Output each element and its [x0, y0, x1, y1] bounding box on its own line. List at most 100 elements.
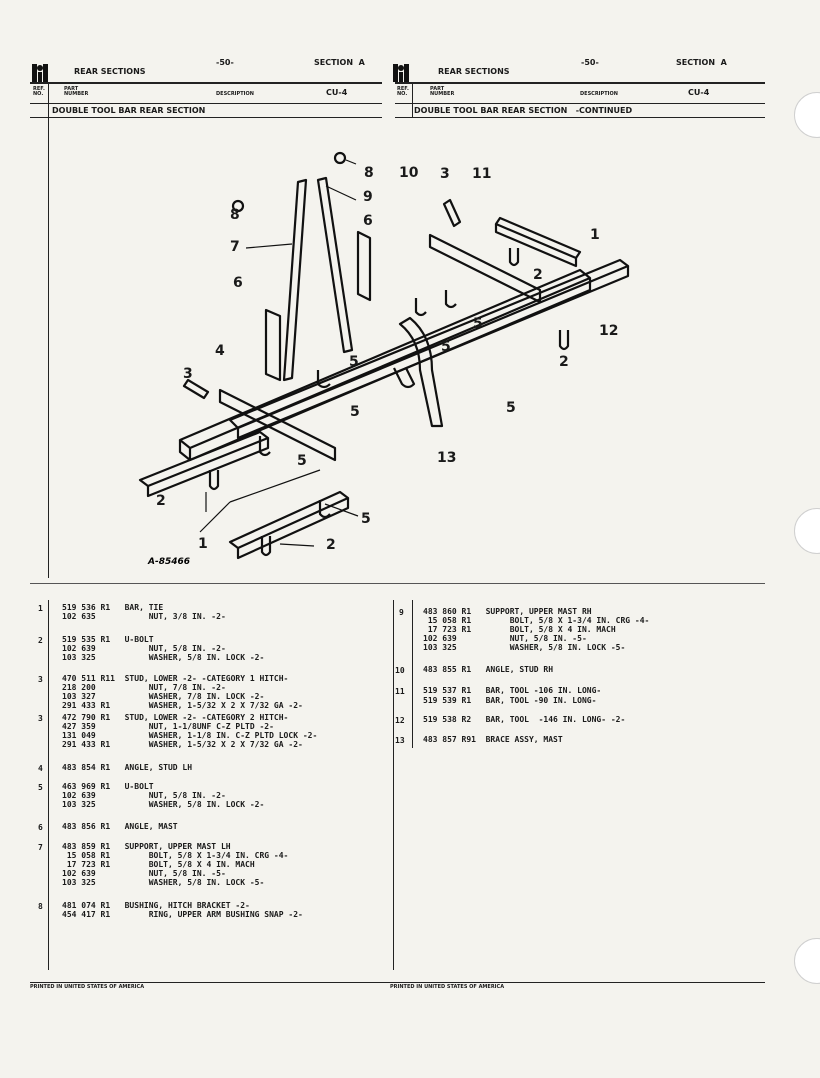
- right-subtitle-rule: [395, 117, 765, 118]
- part-line: 483 856 R1 ANGLE, MAST: [62, 822, 178, 831]
- right-part-label: PART NUMBER: [430, 86, 455, 97]
- right-subtitle: DOUBLE TOOL BAR REAR SECTION -CONTINUED: [414, 106, 633, 115]
- part-line: 103 325 WASHER, 5/8 IN. LOCK -2-: [62, 800, 265, 809]
- callout-5b: 5: [441, 339, 451, 355]
- callout-8b: 8: [230, 207, 240, 223]
- left-parts-column-rule: [48, 600, 49, 970]
- part-line: 519 536 R1 BAR, TIE: [62, 603, 164, 612]
- callout-7: 7: [230, 239, 240, 255]
- ref-number: 7: [38, 843, 43, 852]
- callout-8a: 8: [364, 165, 374, 181]
- part-line: 483 857 R91 BRACE ASSY, MAST: [423, 735, 563, 744]
- part-line: 483 854 R1 ANGLE, STUD LH: [62, 763, 193, 772]
- part-line: 103 325 WASHER, 5/8 IN. LOCK -2-: [62, 653, 265, 662]
- callout-2b: 2: [559, 354, 569, 370]
- right-page-number: -50-: [581, 58, 599, 67]
- part-line: 103 325 WASHER, 5/8 IN. LOCK -5-: [423, 643, 626, 652]
- left-part-label: PART NUMBER: [64, 86, 89, 97]
- ref-number: 11: [395, 687, 405, 696]
- callout-5e: 5: [506, 400, 516, 416]
- callout-2a: 2: [533, 267, 543, 283]
- callout-2c: 2: [156, 493, 166, 509]
- callout-5g: 5: [361, 511, 371, 527]
- ref-number: 2: [38, 636, 43, 645]
- ref-number: 4: [38, 764, 43, 773]
- stud-angle-left: [218, 388, 337, 462]
- bushing-8b: [333, 151, 347, 165]
- left-subtitle-rule: [30, 117, 382, 118]
- part-line: 103 327 WASHER, 7/8 IN. LOCK -2-: [62, 692, 265, 701]
- ref-number: 13: [395, 736, 405, 745]
- part-line: 463 969 R1 U-BOLT: [62, 782, 154, 791]
- callout-12: 12: [599, 323, 619, 339]
- ref-number: 6: [38, 823, 43, 832]
- ref-number: 3: [38, 714, 43, 723]
- ref-number: 1: [38, 604, 43, 613]
- right-ref-label: REF. NO.: [397, 86, 409, 97]
- mast-angle-right: [356, 230, 372, 302]
- mast-support-left: [282, 178, 308, 382]
- right-header-title: REAR SECTIONS: [438, 67, 510, 76]
- ref-number: 5: [38, 783, 43, 792]
- callout-6a: 6: [363, 213, 373, 229]
- part-line: 291 433 R1 WASHER, 1-5/32 X 2 X 7/32 GA …: [62, 701, 303, 710]
- footer-rule: [30, 982, 765, 983]
- ubolt-1: [508, 248, 520, 267]
- ref-number: 8: [38, 902, 43, 911]
- parts-top-rule: [30, 583, 765, 584]
- ubolt-2: [558, 330, 570, 351]
- part-line: 472 790 R1 STUD, LOWER -2- -CATEGORY 2 H…: [62, 713, 289, 722]
- right-code: CU-4: [688, 88, 710, 97]
- part-line: 470 511 R11 STUD, LOWER -2- -CATEGORY 1 …: [62, 674, 289, 683]
- callout-5a: 5: [473, 316, 483, 332]
- left-subtitle: DOUBLE TOOL BAR REAR SECTION: [52, 106, 206, 115]
- left-header-title: REAR SECTIONS: [74, 67, 146, 76]
- part-line: 519 538 R2 BAR, TOOL -146 IN. LONG- -2-: [423, 715, 626, 724]
- part-line: 103 325 WASHER, 5/8 IN. LOCK -5-: [62, 878, 265, 887]
- part-line: 131 049 WASHER, 1-1/8 IN. C-Z PLTD LOCK …: [62, 731, 318, 740]
- center-divider-rule: [393, 600, 394, 970]
- left-page-number: -50-: [216, 58, 234, 67]
- ubolt-5e: [444, 290, 457, 309]
- right-header-rule: [395, 82, 765, 84]
- callout-13: 13: [437, 450, 457, 466]
- mast-brace: [398, 316, 444, 428]
- figure-id-label: A-85466: [147, 557, 190, 567]
- ubolt-5d: [258, 436, 271, 457]
- part-line: 15 058 R1 BOLT, 5/8 X 1-3/4 IN. CRG -4-: [62, 851, 289, 860]
- part-line: 218 200 NUT, 7/8 IN. -2-: [62, 683, 226, 692]
- ih-logo-icon-right: [393, 64, 409, 82]
- callout-1a: 1: [590, 227, 600, 243]
- right-parts-column-rule: [412, 600, 413, 748]
- right-desc-label: DESCRIPTION: [580, 91, 618, 97]
- binder-hole-bottom: [794, 938, 820, 984]
- ubolt-5c: [318, 500, 331, 519]
- left-header-rule: [30, 82, 382, 84]
- ih-logo-icon: [32, 64, 48, 82]
- part-line: 102 639 NUT, 5/8 IN. -5-: [62, 869, 226, 878]
- callout-2d: 2: [326, 537, 336, 553]
- mast-angle-left: [264, 308, 282, 382]
- right-ref-rule: [412, 83, 413, 118]
- part-line: 102 639 NUT, 5/8 IN. -2-: [62, 791, 226, 800]
- callout-3a: 3: [440, 166, 450, 182]
- callout-11: 11: [472, 166, 492, 182]
- stud-angle-right: [428, 233, 542, 304]
- tie-bar-left: [138, 430, 270, 488]
- part-line: 17 723 R1 BOLT, 5/8 X 4 IN. MACH: [423, 625, 616, 634]
- left-subheader-rule: [30, 103, 382, 104]
- part-line: 427 359 NUT, 1-1/8UNF C-Z PLTD -2-: [62, 722, 274, 731]
- ubolt-5f: [414, 298, 427, 317]
- part-line: 483 860 R1 SUPPORT, UPPER MAST RH: [423, 607, 592, 616]
- part-line: 291 433 R1 WASHER, 1-5/32 X 2 X 7/32 GA …: [62, 740, 303, 749]
- exploded-view-illustration: A-85466: [138, 151, 630, 567]
- stud-right: [442, 198, 462, 228]
- ubolt-5b: [393, 367, 416, 389]
- bushing-8a: [231, 199, 245, 213]
- left-section-label: SECTION A: [314, 58, 365, 67]
- callout-5d: 5: [350, 404, 360, 420]
- part-line: 483 855 R1 ANGLE, STUD RH: [423, 665, 554, 674]
- callout-5f: 5: [297, 453, 307, 469]
- callout-6b: 6: [233, 275, 243, 291]
